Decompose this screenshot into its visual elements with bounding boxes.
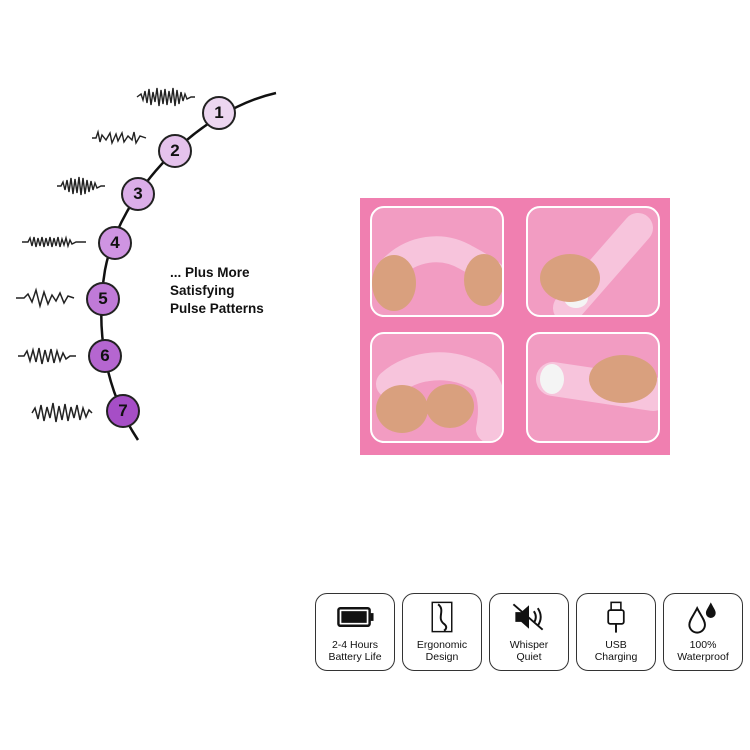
ergonomic-curve-icon (431, 601, 453, 633)
feature-waterproof: 100% Waterproof (663, 593, 743, 671)
waveform-spiky-icon (92, 129, 147, 146)
waveform-zigzag-icon (18, 347, 76, 365)
pattern-node-2: 2 (158, 134, 192, 168)
product-photo-illustration (372, 236, 502, 311)
feature-label: 100% (689, 639, 717, 651)
product-photo-grid (360, 198, 670, 455)
product-photo-illustration (376, 352, 502, 441)
feature-label: Battery Life (328, 651, 382, 663)
pattern-node-6: 6 (88, 339, 122, 373)
feature-label: 2-4 Hours (331, 639, 379, 651)
waveform-wave-icon (16, 287, 75, 309)
caption-line: Pulse Patterns (170, 301, 264, 316)
pattern-node-3: 3 (121, 177, 155, 211)
pattern-node-5: 5 (86, 282, 120, 316)
pattern-node-7: 7 (106, 394, 140, 428)
feature-label: Quiet (516, 651, 542, 663)
water-drops-icon (688, 602, 716, 634)
photo-squeezing-product (370, 332, 504, 443)
usb-plug-icon (607, 601, 625, 633)
product-photo-illustration (536, 355, 658, 411)
feature-label: Charging (594, 651, 638, 663)
feature-label: Design (425, 651, 459, 663)
feature-label: USB (605, 639, 627, 651)
caption-line: ... Plus More (170, 265, 250, 280)
feature-usb-charging: USB Charging (576, 593, 656, 671)
feature-battery-life: 2-4 Hours Battery Life (315, 593, 395, 671)
waveform-even-icon (22, 235, 86, 249)
waveform-burst-icon (57, 176, 105, 196)
photo-bending-product (370, 206, 504, 317)
feature-ergonomic-design: Ergonomic Design (402, 593, 482, 671)
feature-whisper-quiet: Whisper Quiet (489, 593, 569, 671)
pattern-curve (100, 91, 277, 441)
pattern-node-4: 4 (98, 226, 132, 260)
photo-holding-product (526, 206, 660, 317)
battery-icon (337, 607, 374, 627)
waveform-dense-icon (136, 87, 195, 107)
pulse-patterns-caption: ... Plus More Satisfying Pulse Patterns (170, 264, 264, 318)
feature-label: Ergonomic (416, 639, 468, 651)
caption-line: Satisfying (170, 283, 235, 298)
waveform-chaotic-icon (31, 402, 93, 423)
feature-label: Whisper (509, 639, 549, 651)
product-photo-illustration (540, 213, 653, 315)
feature-label: Waterproof (677, 651, 729, 663)
speaker-mute-icon (512, 603, 544, 631)
pattern-node-1: 1 (202, 96, 236, 130)
photo-gripping-product (526, 332, 660, 443)
